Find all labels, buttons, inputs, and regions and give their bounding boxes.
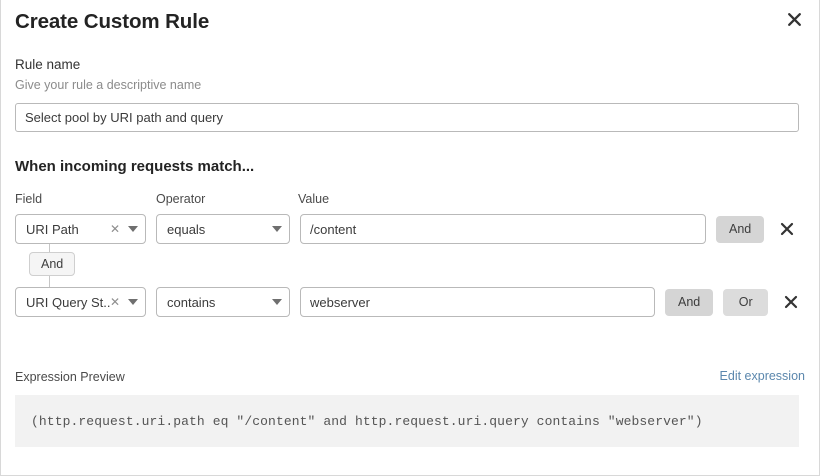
column-header-value: Value	[298, 192, 330, 206]
expression-preview-box: (http.request.uri.path eq "/content" and…	[15, 395, 799, 447]
field-select-value-row-2: URI Query St...	[26, 294, 110, 310]
delete-condition-button-row-2[interactable]	[782, 293, 800, 311]
condition-connector-and-badge[interactable]: And	[29, 252, 76, 276]
dialog-header: Create Custom Rule	[15, 0, 805, 43]
expression-preview-title: Expression Preview	[15, 370, 125, 384]
delete-condition-button-row-1[interactable]	[778, 220, 796, 238]
close-icon	[787, 12, 801, 26]
clear-x-icon[interactable]: ✕	[109, 222, 120, 236]
operator-select-row-1[interactable]: equals	[156, 214, 290, 244]
rule-name-hint: Give your rule a descriptive name	[15, 78, 202, 92]
clear-x-icon[interactable]: ✕	[109, 295, 120, 309]
rule-name-input[interactable]	[15, 103, 799, 132]
close-icon	[785, 295, 798, 309]
operator-select-value-row-1: equals	[167, 221, 206, 237]
close-dialog-button[interactable]	[781, 6, 807, 32]
page-title: Create Custom Rule	[15, 10, 210, 33]
chevron-down-icon	[128, 299, 138, 305]
logic-and-button-row-1[interactable]: And	[716, 215, 765, 243]
condition-row: URI Path ✕ equals And	[15, 214, 805, 244]
field-select-value-row-1: URI Path	[26, 221, 79, 237]
conditions-list: And URI Path ✕ equals And UR	[15, 214, 805, 317]
chevron-down-icon	[272, 299, 282, 305]
field-select-row-1[interactable]: URI Path ✕	[15, 214, 146, 244]
expression-preview-section: Expression Preview Edit expression (http…	[15, 368, 805, 447]
condition-row: URI Query St... ✕ contains And Or	[15, 287, 805, 317]
edit-expression-link[interactable]: Edit expression	[719, 369, 805, 383]
rule-name-label: Rule name	[15, 57, 81, 72]
column-header-field: Field	[15, 192, 43, 206]
value-input-row-2[interactable]	[300, 287, 655, 317]
match-section-heading: When incoming requests match...	[15, 158, 255, 175]
close-icon	[781, 222, 794, 236]
chevron-down-icon	[272, 226, 282, 232]
operator-select-row-2[interactable]: contains	[156, 287, 290, 317]
field-select-row-2[interactable]: URI Query St... ✕	[15, 287, 146, 317]
operator-select-value-row-2: contains	[167, 294, 216, 310]
logic-or-button-row-2[interactable]: Or	[723, 288, 769, 316]
chevron-down-icon	[128, 226, 138, 232]
expression-preview-code: (http.request.uri.path eq "/content" and…	[31, 413, 703, 429]
logic-and-button-row-2[interactable]: And	[665, 288, 714, 316]
column-header-operator: Operator	[156, 192, 206, 206]
value-input-row-1[interactable]	[300, 214, 706, 244]
rule-name-section: Rule name Give your rule a descriptive n…	[15, 56, 805, 132]
expression-preview-header: Expression Preview Edit expression	[15, 368, 805, 386]
condition-column-headers: Field Operator Value	[15, 191, 805, 209]
